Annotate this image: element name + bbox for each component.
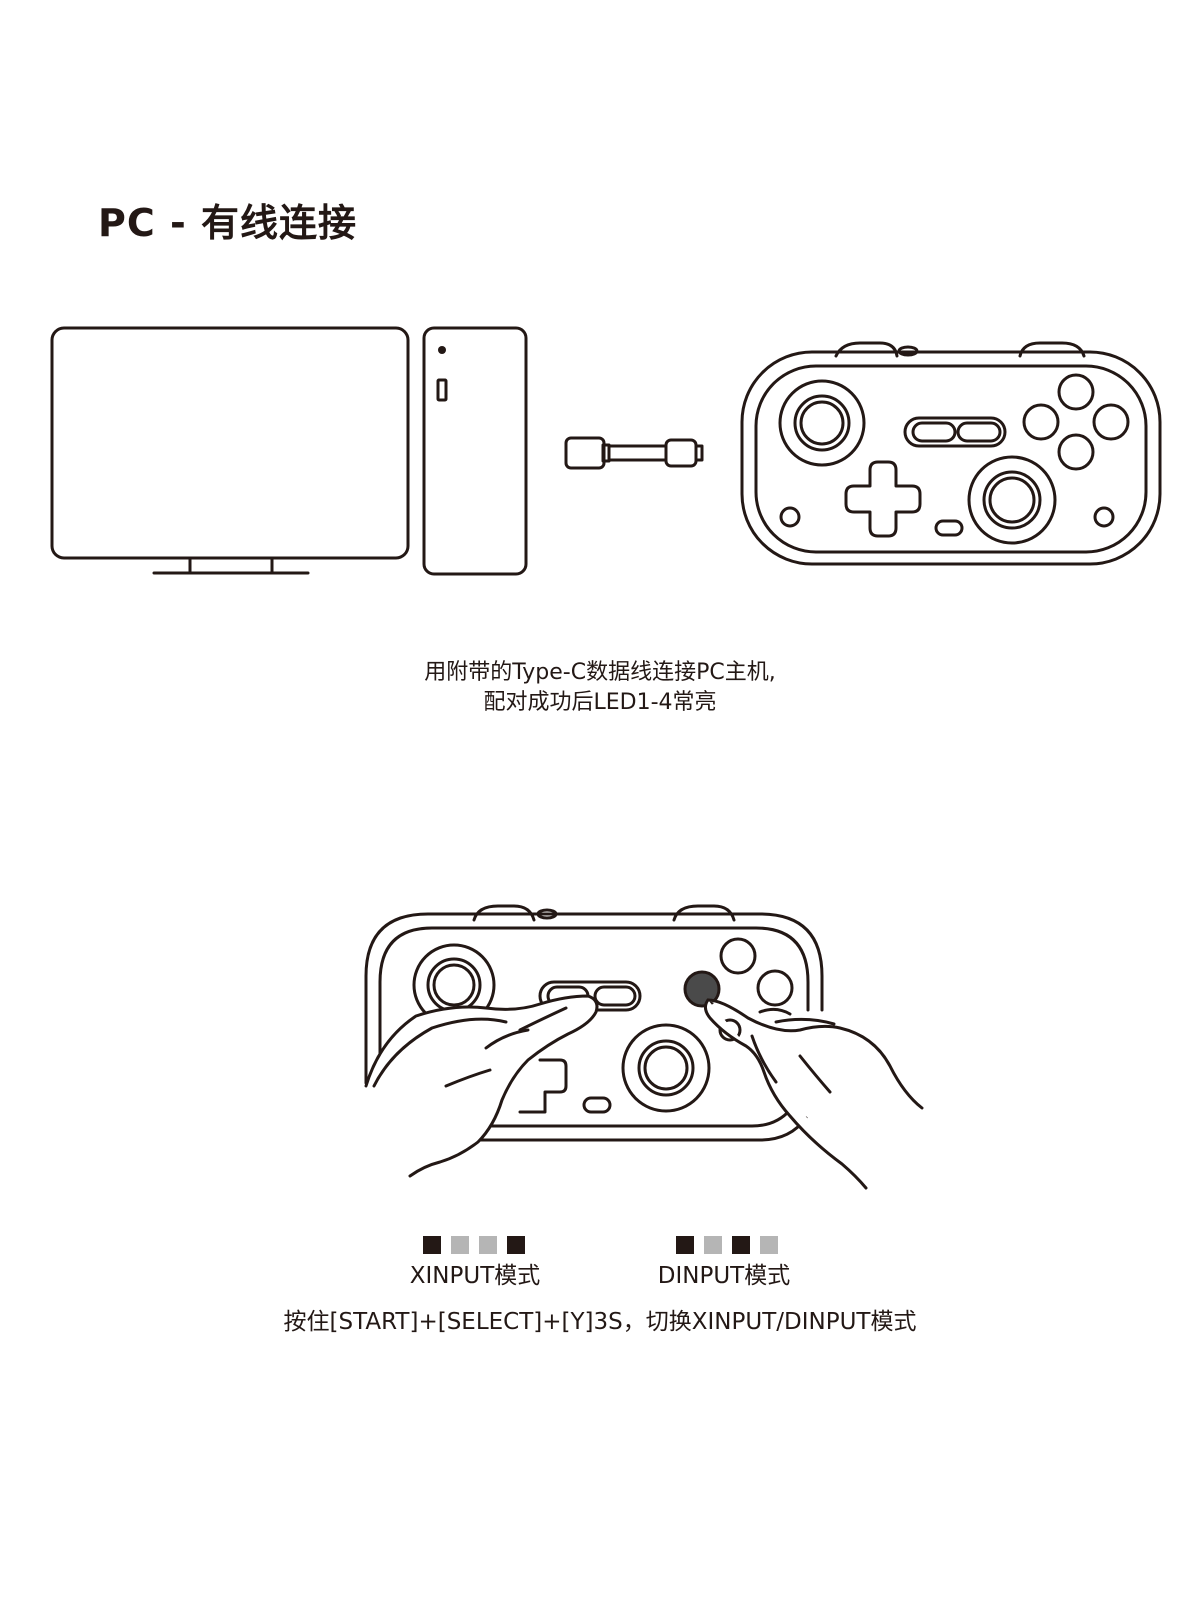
right-hand-icon bbox=[703, 998, 924, 1190]
xinput-led-indicator bbox=[423, 1236, 525, 1254]
led-2 bbox=[704, 1236, 722, 1254]
caption-line-2: 配对成功后LED1-4常亮 bbox=[483, 690, 717, 715]
monitor-icon bbox=[50, 326, 410, 575]
controller-bottom-icon bbox=[364, 904, 824, 1142]
led-1 bbox=[423, 1236, 441, 1254]
dinput-led-indicator bbox=[676, 1236, 778, 1254]
mode-switch-instruction: 按住[START]+[SELECT]+[Y]3S，切换XINPUT/DINPUT… bbox=[283, 1309, 917, 1335]
led-3 bbox=[732, 1236, 750, 1254]
xinput-mode-label: XINPUT模式 bbox=[409, 1263, 541, 1289]
pc-tower-icon bbox=[422, 326, 528, 576]
led-3 bbox=[479, 1236, 497, 1254]
led-4 bbox=[760, 1236, 778, 1254]
led-2 bbox=[451, 1236, 469, 1254]
controller-top-icon bbox=[740, 341, 1162, 566]
left-hand-icon bbox=[364, 994, 599, 1178]
caption-line-1: 用附带的Type-C数据线连接PC主机, bbox=[424, 660, 776, 685]
led-4 bbox=[507, 1236, 525, 1254]
page-title: PC - 有线连接 bbox=[98, 201, 357, 245]
dinput-mode-label: DINPUT模式 bbox=[657, 1263, 791, 1289]
y-button-pressed bbox=[683, 970, 721, 1008]
usb-cable-icon bbox=[564, 436, 704, 470]
led-1 bbox=[676, 1236, 694, 1254]
